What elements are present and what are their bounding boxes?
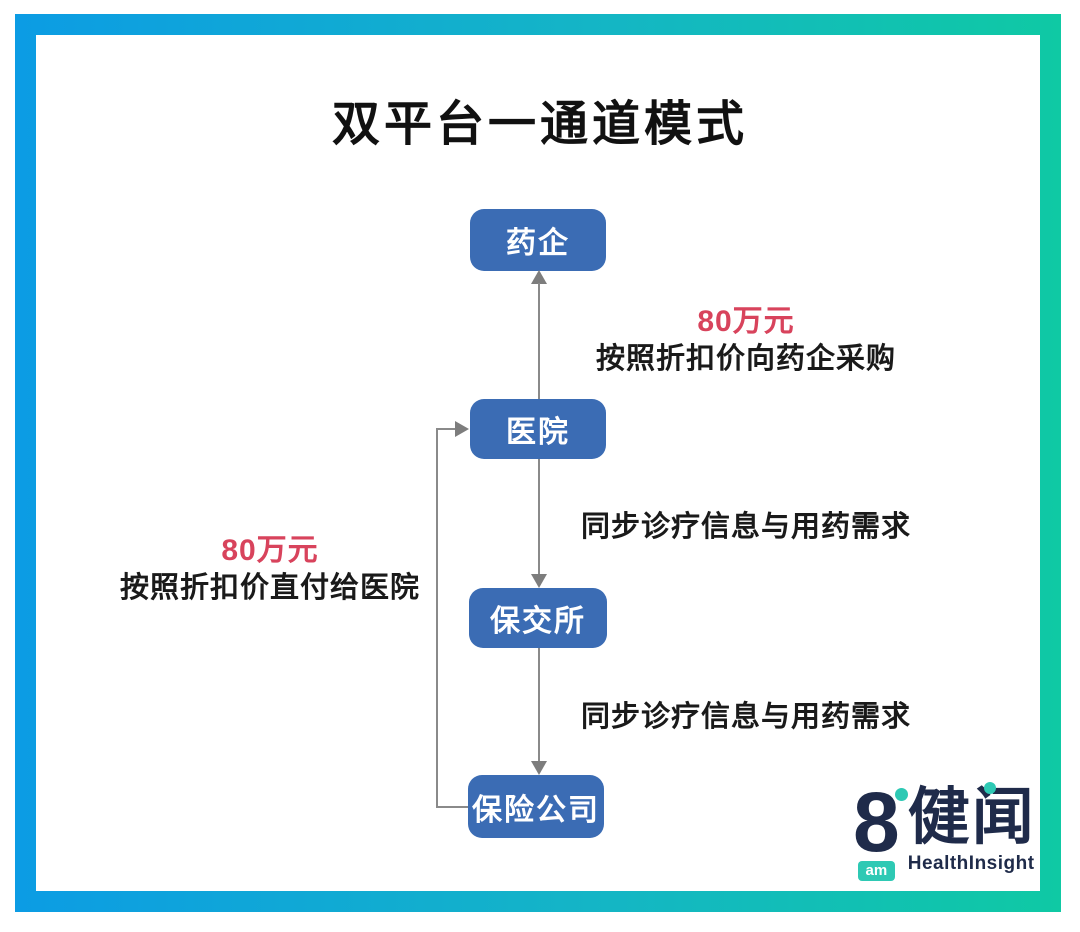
- node-exchange: 保交所: [469, 588, 607, 648]
- logo-name-cn: 健闻: [907, 783, 1036, 852]
- node-insurer: 保险公司: [468, 775, 604, 838]
- node-exchange-label: 保交所: [490, 605, 586, 638]
- connector-loop-vertical: [436, 428, 438, 808]
- logo-am-badge: am: [857, 861, 896, 881]
- edge-amount-pharma: 80万元: [697, 305, 795, 338]
- edge-amount-hospital: 80万元: [221, 534, 319, 567]
- diagram-title: 双平台一通道模式: [331, 98, 748, 151]
- arrow-down-icon: [531, 574, 547, 588]
- logo-dot-icon: [894, 788, 908, 801]
- edge-label-hospital: 按照折扣价直付给医院: [119, 572, 421, 604]
- node-pharma: 药企: [470, 209, 606, 271]
- logo-dot-icon: [983, 782, 996, 794]
- connector-loop-bottom: [436, 806, 468, 808]
- connector-hospital-pharma: [538, 283, 540, 399]
- node-pharma-label: 药企: [506, 227, 570, 260]
- connector-hospital-exchange: [538, 459, 540, 575]
- logo-numeral: 8: [853, 775, 900, 869]
- edge-label-hospital-exchange: 同步诊疗信息与用药需求: [580, 511, 912, 543]
- node-hospital-label: 医院: [506, 416, 570, 449]
- arrow-down-icon: [531, 761, 547, 775]
- edge-label-exchange-insurer: 同步诊疗信息与用药需求: [580, 701, 912, 733]
- edge-label-pharma: 按照折扣价向药企采购: [595, 343, 897, 375]
- arrow-up-icon: [531, 270, 547, 284]
- node-hospital: 医院: [470, 399, 606, 459]
- logo-name-block: 健闻 HealthInsight: [907, 782, 1036, 875]
- connector-loop-top: [436, 428, 455, 430]
- logo-name-en: HealthInsight: [907, 853, 1035, 874]
- logo-numeral-block: 8 am: [853, 775, 908, 881]
- connector-exchange-insurer: [538, 648, 540, 762]
- brand-logo: 8 am 健闻 HealthInsight: [853, 775, 1038, 881]
- arrow-right-icon: [455, 421, 469, 437]
- node-insurer-label: 保险公司: [472, 793, 600, 827]
